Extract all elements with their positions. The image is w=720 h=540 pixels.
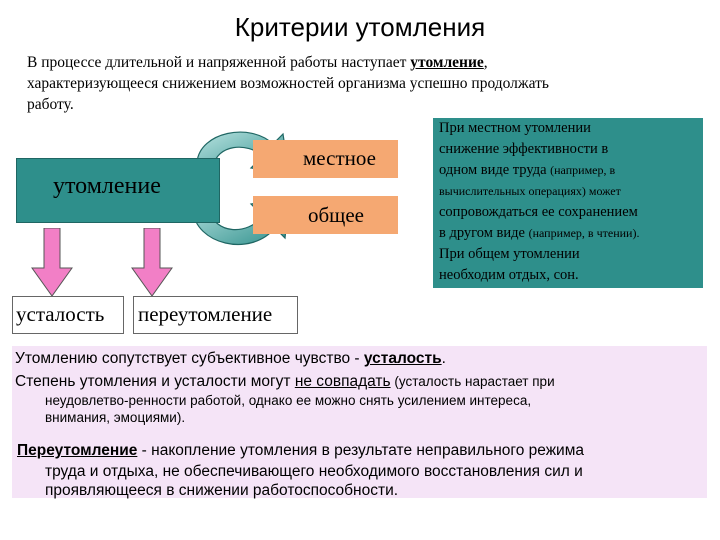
side-note-line6b: (например, в чтении).: [528, 226, 640, 240]
down-arrows-graphic: [31, 228, 173, 297]
overfatigue-box: переутомление: [133, 296, 298, 334]
info-p5b: проявляющееся в снижении работоспособнос…: [45, 482, 399, 499]
page-title: Критерии утомления: [234, 12, 486, 42]
side-note-line7: При общем утомлении: [439, 246, 580, 262]
side-note-line6a: в другом виде: [439, 225, 529, 241]
intro-text: В процессе длительной и напряженной рабо…: [27, 52, 687, 115]
info-p3a: неудовлетво-ренности работой, однако ее …: [45, 393, 532, 408]
general-fatigue-box: общее: [253, 196, 398, 234]
down-arrow-left-icon: [31, 228, 73, 297]
info-panel: Утомлению сопутствует субъективное чувст…: [12, 346, 707, 500]
tiredness-box: усталость: [12, 296, 124, 334]
fatigue-label: утомление: [53, 173, 161, 199]
side-note-line3a: одном виде труда: [439, 162, 551, 178]
info-p4a: Переутомление: [17, 442, 138, 459]
side-note-line8: необходим отдых, сон.: [439, 267, 579, 283]
local-fatigue-box: местное: [253, 140, 398, 178]
info-line2: Степень утомления и усталости могут не с…: [15, 373, 555, 391]
info-p2c: (усталость нарастает при: [390, 374, 555, 389]
fatigue-box: утомление: [16, 158, 220, 223]
info-line5: труда и отдыха, не обеспечивающего необх…: [45, 462, 695, 500]
side-note-box: При местном утомлении снижение эффективн…: [433, 118, 703, 288]
intro-part2: ,: [483, 54, 488, 71]
info-p1a: Утомлению сопутствует субъективное чувст…: [15, 350, 364, 367]
down-arrow-right-icon: [131, 228, 173, 297]
general-label: общее: [308, 203, 364, 227]
info-p4b: - накопление утомления в результате непр…: [137, 442, 584, 459]
info-line1: Утомлению сопутствует субъективное чувст…: [15, 350, 446, 368]
tiredness-label: усталость: [16, 302, 105, 326]
side-note-line1: При местном утомлении: [439, 120, 591, 136]
local-label: местное: [303, 146, 376, 170]
info-line4: Переутомление - накопление утомления в р…: [17, 442, 584, 460]
info-line3: неудовлетво-ренности работой, однако ее …: [45, 392, 685, 426]
side-note-line2: снижение эффективности в: [439, 141, 609, 157]
info-p3b: внимания, эмоциями).: [45, 410, 186, 425]
info-p2b: не совпадать: [294, 373, 391, 390]
intro-part1: В процессе длительной и напряженной рабо…: [27, 54, 411, 71]
side-note-line5: сопровождаться ее сохранением: [439, 204, 638, 220]
intro-line2: характеризующееся снижением возможностей…: [27, 75, 549, 92]
info-p5a: труда и отдыха, не обеспечивающего необх…: [45, 463, 583, 480]
info-p2a: Степень утомления и усталости могут: [15, 373, 295, 390]
overfatigue-label: переутомление: [138, 302, 273, 326]
intro-line3: работу.: [27, 96, 74, 113]
side-note-line3b: (например, в: [550, 163, 616, 177]
info-p1b: усталость: [363, 350, 442, 367]
info-p1c: .: [441, 350, 446, 367]
intro-term: утомление: [410, 54, 484, 71]
side-note-line4: вычислительных операциях) может: [439, 184, 621, 198]
